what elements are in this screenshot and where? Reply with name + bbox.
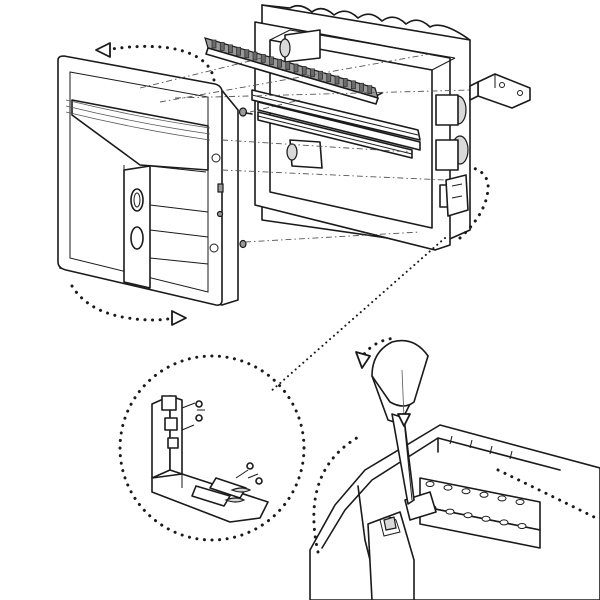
terminal-screw xyxy=(481,515,491,522)
terminal-tooth xyxy=(293,63,299,73)
terminal-screw xyxy=(497,495,507,502)
rotate-arrow-bottom xyxy=(70,284,187,326)
terminal-screw xyxy=(461,488,471,495)
terminal-screw xyxy=(515,499,525,505)
terminal-tooth xyxy=(342,78,348,87)
side-knockouts xyxy=(435,94,469,208)
terminal-tooth xyxy=(301,66,307,75)
terminal-tooth xyxy=(228,44,233,54)
terminal-screw xyxy=(425,481,435,487)
terminal-tooth xyxy=(211,39,217,49)
callout-leader xyxy=(269,166,490,393)
terminal-tooth xyxy=(310,68,315,78)
terminal-tooth xyxy=(351,80,356,90)
assembly-guide-lines xyxy=(139,53,471,243)
terminal-tooth xyxy=(252,51,258,61)
terminal-screw xyxy=(443,484,453,491)
terminal-tooth xyxy=(359,82,364,92)
screw-bottom xyxy=(239,239,247,249)
terminal-tooth xyxy=(277,58,282,68)
terminal-tooth xyxy=(285,61,291,70)
terminal-tooth xyxy=(236,46,241,56)
terminal-tooth xyxy=(269,56,274,66)
terminal-screw xyxy=(445,508,455,515)
bracket-detail-callout xyxy=(118,354,306,542)
din-rail-lower xyxy=(257,111,413,159)
terminal-tooth xyxy=(244,49,250,58)
terminal-tooth xyxy=(219,42,225,51)
terminal-tooth xyxy=(367,85,373,94)
terminal-tooth xyxy=(326,73,332,82)
terminal-screw xyxy=(499,519,509,526)
side-bracket-top xyxy=(469,73,531,109)
terminal-block xyxy=(204,37,383,105)
screw-top xyxy=(238,107,253,117)
terminal-screw xyxy=(463,512,473,519)
terminal-screw xyxy=(517,523,527,529)
screwdriver-detail-callout xyxy=(309,336,600,600)
rotate-arrow-top xyxy=(95,42,216,82)
side-bracket-bottom xyxy=(445,174,469,217)
cover-door xyxy=(57,55,239,306)
terminal-screw xyxy=(479,491,489,498)
terminal-tooth xyxy=(318,70,323,80)
internal-posts xyxy=(279,29,323,169)
terminal-tooth xyxy=(334,75,340,85)
din-rail-upper xyxy=(251,89,421,151)
